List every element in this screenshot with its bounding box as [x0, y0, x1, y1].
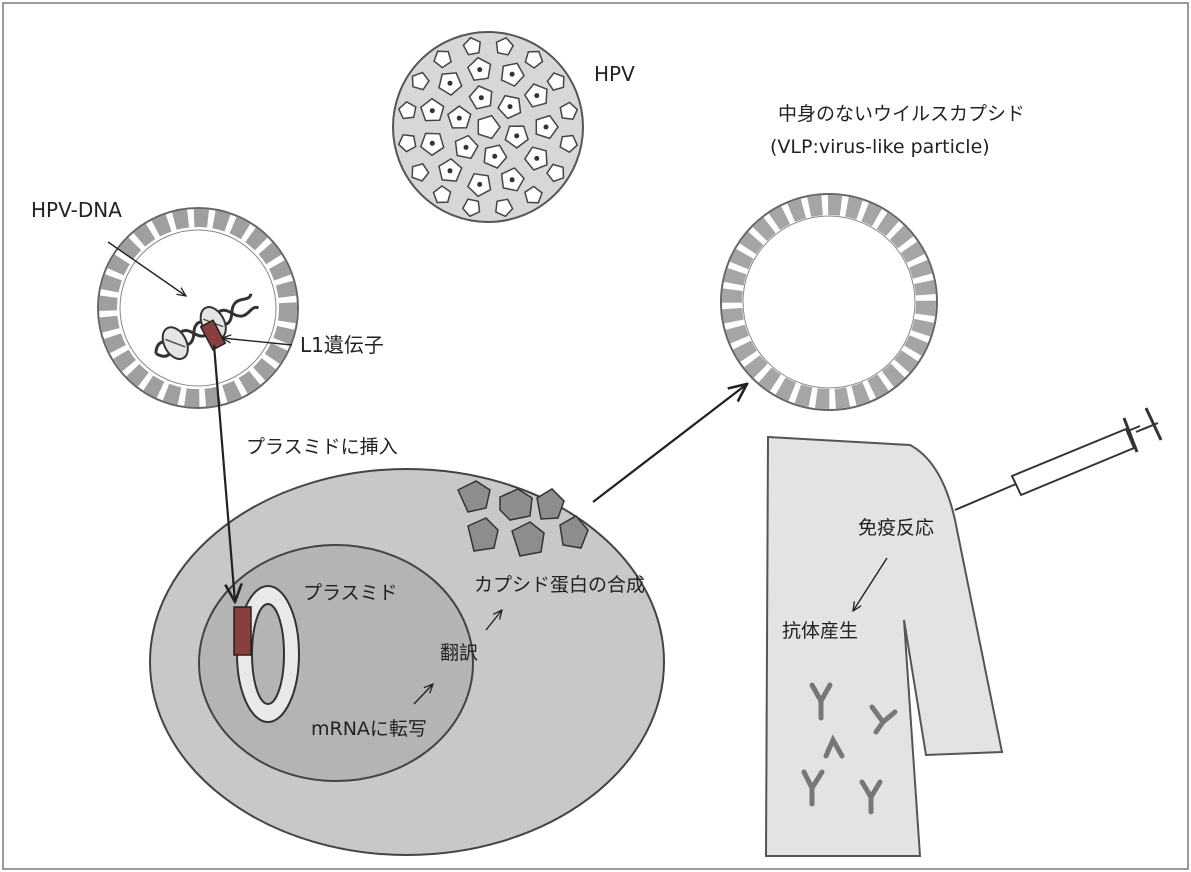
capsomere-center — [448, 168, 453, 173]
capsomere-center — [510, 72, 515, 77]
capsomere-center — [430, 141, 435, 146]
capsomere-center — [514, 133, 519, 138]
label-translation: 翻訳 — [440, 644, 478, 663]
label-immune-response: 免疫反応 — [858, 519, 934, 538]
label-transcription: mRNAに転写 — [311, 720, 427, 739]
hpv-virion — [393, 32, 583, 222]
label-l1-gene: L1遺伝子 — [300, 335, 384, 355]
label-plasmid: プラスミド — [303, 584, 398, 603]
label-hpv: HPV — [594, 64, 635, 84]
label-capsid-synthesis: カプシド蛋白の合成 — [474, 576, 645, 595]
capsomere-center — [508, 104, 513, 109]
arrow-cell-to-vlp — [593, 384, 747, 502]
label-vlp-line2: (VLP:virus-like particle) — [770, 138, 990, 157]
capsomere-center — [477, 67, 482, 72]
capsomere-center — [544, 125, 549, 130]
label-vlp-line1: 中身のないウイルスカプシド — [778, 105, 1025, 124]
capsomere-center — [464, 145, 469, 150]
capsomere-center — [534, 156, 539, 161]
arm — [766, 437, 1002, 856]
capsomere-center — [477, 182, 482, 187]
capsomere-center — [430, 108, 435, 113]
vlp-empty-capsid — [721, 194, 937, 410]
capsomere-center — [457, 116, 462, 121]
hpv-with-dna — [98, 208, 298, 408]
capsomere-center — [534, 93, 539, 98]
label-insert-plasmid: プラスミドに挿入 — [246, 438, 398, 457]
capsomere-center — [492, 154, 497, 159]
inserted-l1-gene — [234, 607, 251, 655]
capsomere-center — [448, 81, 453, 86]
label-hpv-dna: HPV-DNA — [31, 200, 122, 220]
capsomere-center — [510, 177, 515, 182]
syringe — [955, 408, 1161, 510]
label-antibody-production: 抗体産生 — [782, 622, 858, 641]
capsomere-center — [479, 95, 484, 100]
